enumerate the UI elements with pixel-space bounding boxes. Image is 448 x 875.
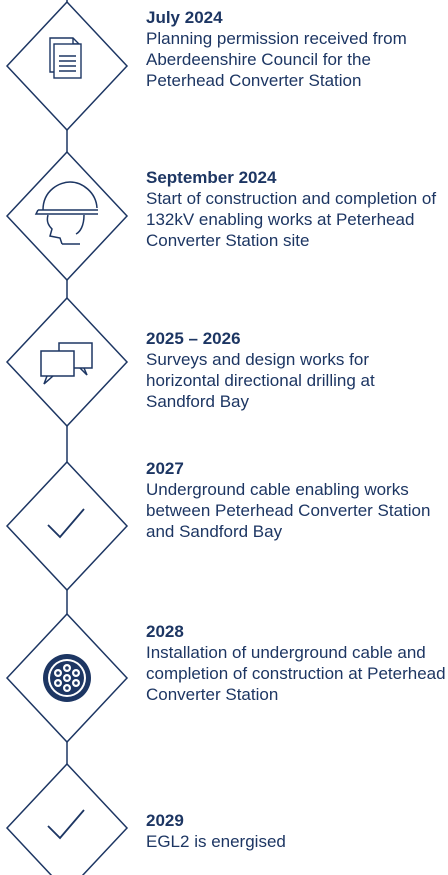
milestone-item: 2027 Underground cable enabling works be… [146, 459, 446, 542]
milestone-date: 2029 [146, 811, 184, 830]
milestone-diamond [5, 150, 129, 282]
milestone-item: 2025 – 2026 Surveys and design works for… [146, 329, 446, 412]
cable-cross-section-icon [43, 654, 91, 702]
milestone-date: September 2024 [146, 168, 277, 187]
hard-hat-worker-icon [34, 181, 98, 245]
milestone-diamond [5, 612, 129, 744]
checkmark-icon [47, 809, 85, 840]
milestone-description: Start of construction and completion of … [146, 189, 437, 250]
milestone-description: Underground cable enabling works between… [146, 480, 431, 541]
milestone-item: 2028 Installation of underground cable a… [146, 622, 446, 705]
milestone-date: 2025 – 2026 [146, 329, 241, 348]
milestone-diamond [5, 0, 129, 132]
milestone-description: EGL2 is energised [146, 832, 286, 851]
milestone-date: 2027 [146, 459, 184, 478]
milestone-date: July 2024 [146, 8, 223, 27]
milestone-diamond [5, 762, 129, 875]
timeline-graphic [5, 0, 129, 875]
milestone-item: September 2024 Start of construction and… [146, 168, 446, 251]
milestone-item: July 2024 Planning permission received f… [146, 8, 446, 91]
milestone-diamond [5, 460, 129, 592]
milestone-description: Surveys and design works for horizontal … [146, 350, 375, 411]
speech-bubbles-icon [40, 342, 93, 385]
milestone-item: 2029 EGL2 is energised [146, 811, 446, 852]
document-icon [49, 37, 82, 79]
checkmark-icon [47, 508, 85, 539]
milestone-description: Installation of underground cable and co… [146, 643, 446, 704]
milestone-date: 2028 [146, 622, 184, 641]
milestone-description: Planning permission received from Aberde… [146, 29, 407, 90]
milestone-diamond [5, 296, 129, 428]
